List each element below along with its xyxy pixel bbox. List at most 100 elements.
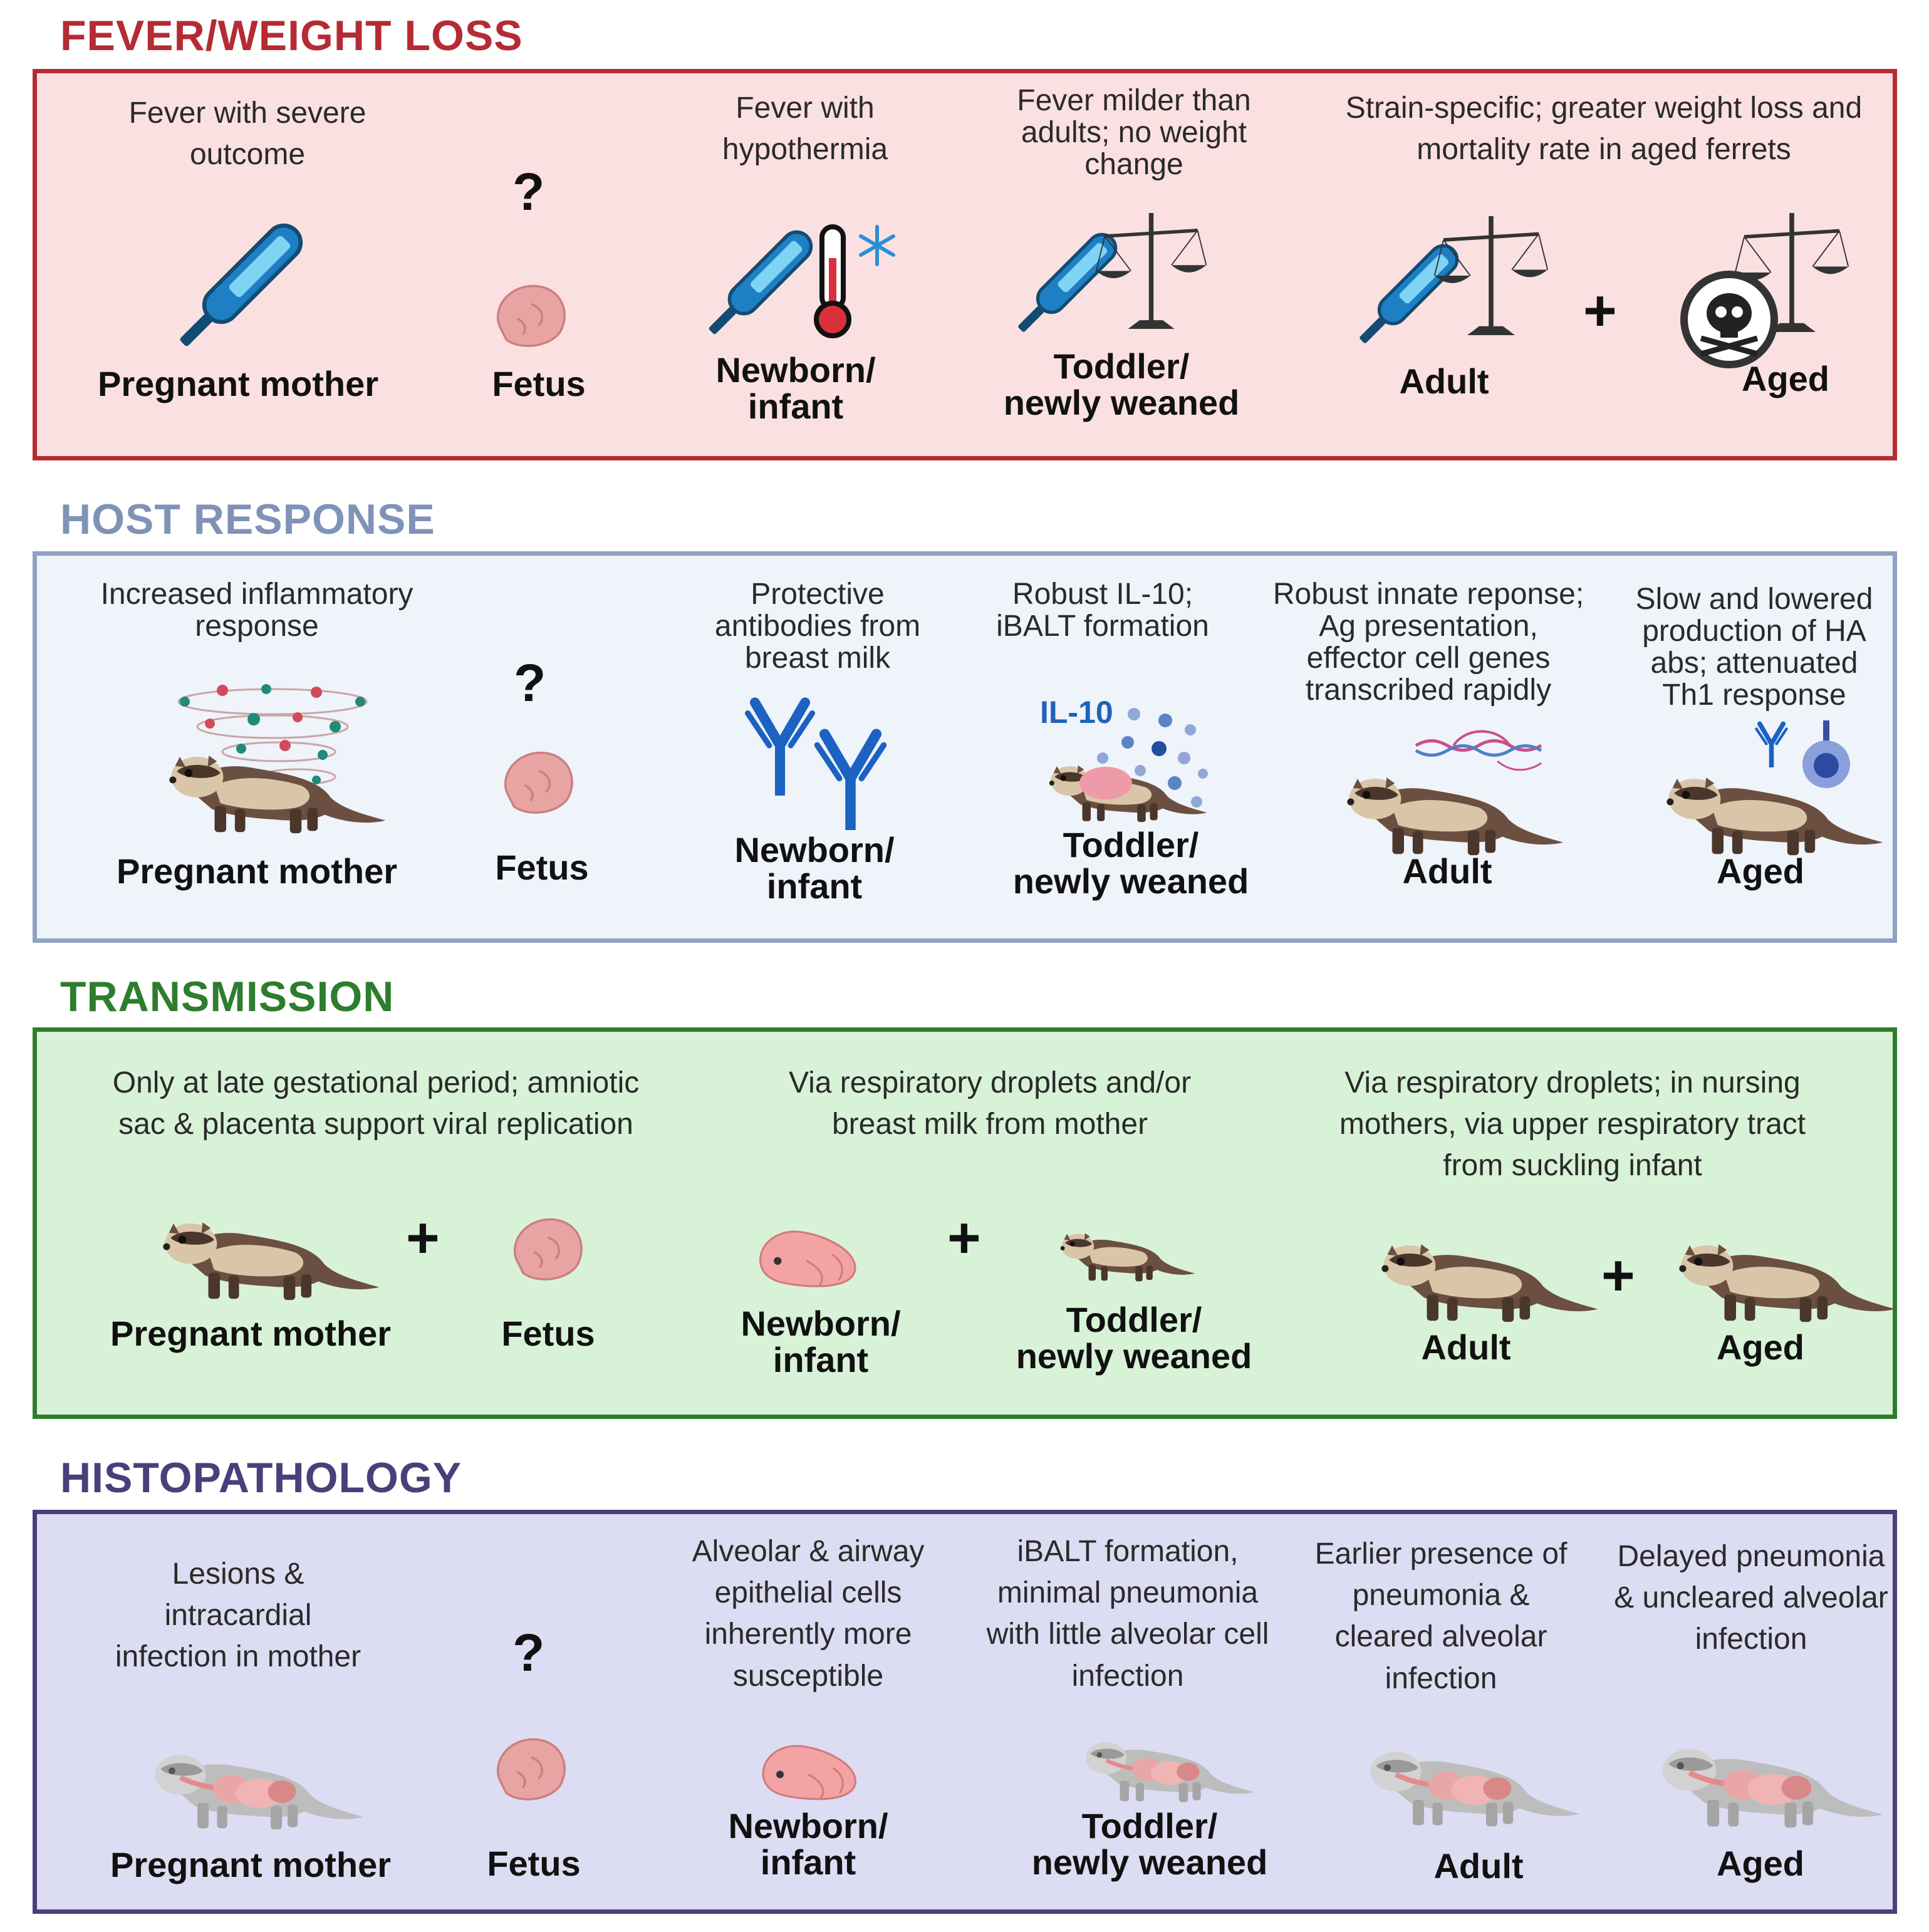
host-fetus-label: Fetus — [495, 848, 589, 887]
section-title-host: HOST RESPONSE — [60, 496, 435, 543]
histo-toddler-desc-line2: minimal pneumonia — [997, 1576, 1259, 1610]
host-aged-label: Aged — [1717, 851, 1804, 891]
host-aged-desc-line2: production of HA — [1642, 614, 1866, 648]
histo-toddler-desc-line3: with little alveolar cell — [986, 1618, 1269, 1651]
skull-icon — [1680, 271, 1778, 368]
transmission-newborn-label-line1: Newborn/ — [741, 1304, 901, 1343]
fever-fetus-label: Fetus — [492, 364, 586, 403]
histo-pregnant-desc-line1: Lesions & — [172, 1557, 304, 1591]
ferret-icon — [157, 720, 388, 839]
histo-adult-desc-line1: Earlier presence of — [1314, 1537, 1568, 1571]
host-newborn-label-line2: infant — [766, 866, 863, 906]
host-adult-label: Adult — [1402, 851, 1492, 891]
host-toddler-label: Toddler/ newly weaned — [993, 826, 1269, 900]
host-aged-desc-line3: abs; attenuated — [1650, 646, 1858, 680]
fetus-icon — [504, 1209, 592, 1287]
histo-adult-label: Adult — [1433, 1846, 1524, 1886]
scale-icon — [1093, 207, 1209, 335]
host-pregnant-desc-line2: response — [195, 609, 319, 643]
transmission-g2-desc: Via respiratory droplets and/or breast m… — [739, 1062, 1240, 1145]
panel-fever — [33, 69, 1897, 460]
fetus-icon — [495, 742, 583, 821]
transmission-aged-label: Aged — [1717, 1327, 1804, 1367]
fever-toddler-desc-line3: change — [1084, 147, 1183, 181]
host-aged-desc-line4: Th1 response — [1662, 678, 1846, 712]
fever-pregnant-desc: Fever with severe outcome — [128, 96, 367, 172]
fever-toddler-desc-line1: Fever milder than — [1017, 84, 1251, 117]
fever-toddler-label-line1: Toddler/ — [1053, 346, 1190, 386]
transmission-g3-desc-line3: from suckling infant — [1443, 1149, 1702, 1183]
histo-aged-label: Aged — [1717, 1844, 1804, 1883]
transmission-plus-1: + — [406, 1206, 440, 1270]
b-cell-icon — [1802, 720, 1850, 788]
ferret-anatomy-icon — [1648, 1713, 1886, 1832]
fever-fetus-question: ? — [512, 162, 545, 221]
ferret-icon — [1654, 742, 1886, 861]
histo-toddler-label-line2: newly weaned — [1031, 1842, 1268, 1883]
cytokine-dots-icon — [1097, 708, 1208, 808]
panel-histo — [33, 1510, 1897, 1914]
transmission-g3-desc: Via respiratory droplets; in nursing mot… — [1291, 1062, 1854, 1187]
fever-adult-label: Adult — [1399, 361, 1489, 401]
ferret-icon — [150, 1187, 382, 1306]
histo-newborn-desc-line3: inherently more — [704, 1618, 912, 1651]
panel-transmission — [33, 1027, 1897, 1419]
histo-newborn-desc-line2: epithelial cells — [714, 1576, 902, 1610]
host-fetus-question: ? — [514, 653, 546, 712]
fever-toddler-desc: Fever milder than adults; no weight chan… — [990, 85, 1278, 181]
antibody-icon — [808, 727, 893, 830]
histo-pregnant-label: Pregnant mother — [110, 1845, 392, 1884]
newborn-icon — [752, 1729, 865, 1807]
fever-toddler-label-line2: newly weaned — [1003, 383, 1240, 423]
ferret-anatomy-icon — [1074, 1713, 1256, 1807]
histo-newborn-label-line1: Newborn/ — [728, 1806, 888, 1846]
panel-host — [33, 551, 1897, 943]
host-adult-desc: Robust innate reponse; Ag presentation, … — [1253, 578, 1604, 707]
histo-pregnant-desc-line2: intracardial — [164, 1599, 312, 1633]
host-newborn-label: Newborn/ infant — [708, 830, 921, 906]
fever-toddler-label: Toddler/ newly weaned — [984, 348, 1259, 421]
histo-toddler-desc-line1: iBALT formation, — [1017, 1535, 1239, 1568]
fever-plus: + — [1583, 279, 1617, 343]
fever-newborn-label: Newborn/ infant — [689, 351, 902, 425]
fever-toddler-desc-line2: adults; no weight — [1021, 115, 1247, 149]
inflammation-dots-icon — [177, 684, 368, 802]
ferret-icon — [1369, 1209, 1601, 1328]
host-newborn-desc-line3: breast milk — [744, 641, 891, 675]
host-newborn-label-line1: Newborn/ — [734, 830, 895, 870]
host-aged-desc: Slow and lowered production of HA abs; a… — [1616, 583, 1892, 712]
fever-newborn-desc: Fever with hypothermia — [722, 91, 888, 167]
il10-label: IL-10 — [1040, 695, 1113, 730]
host-adult-desc-line2: Ag presentation, — [1319, 609, 1538, 643]
transmission-newborn-label-line2: infant — [772, 1340, 869, 1380]
fetus-icon — [487, 1729, 575, 1807]
transmission-adult-label: Adult — [1421, 1327, 1511, 1367]
fetus-icon — [487, 276, 575, 354]
scale-icon — [1732, 207, 1851, 338]
transmission-g3-desc-line1: Via respiratory droplets; in nursing — [1344, 1066, 1801, 1099]
transmission-plus-3: + — [1601, 1244, 1635, 1307]
transmission-g2-desc-line2: breast milk from mother — [831, 1108, 1148, 1141]
transmission-newborn-label: Newborn/ infant — [714, 1304, 927, 1380]
ferret-anatomy-icon — [1356, 1716, 1582, 1832]
transmission-fetus-label: Fetus — [501, 1314, 595, 1353]
histo-pregnant-desc: Lesions & intracardial infection in moth… — [81, 1554, 395, 1678]
hypothermia-thermometer-icon — [814, 224, 895, 338]
section-title-transmission: TRANSMISSION — [60, 973, 395, 1021]
transmission-toddler-label-line2: newly weaned — [1016, 1336, 1252, 1376]
transmission-g3-desc-line2: mothers, via upper respiratory tract — [1339, 1108, 1806, 1141]
host-pregnant-desc-line1: Increased inflammatory — [100, 578, 413, 611]
fever-adult-desc-line2: mortality rate in aged ferrets — [1417, 133, 1791, 167]
newborn-icon — [749, 1215, 865, 1294]
fever-aged-label: Aged — [1742, 359, 1829, 398]
histo-newborn-desc-line1: Alveolar & airway — [692, 1535, 925, 1568]
transmission-g1-desc-line1: Only at late gestational period; amnioti… — [112, 1066, 640, 1099]
histo-newborn-label-line2: infant — [760, 1842, 856, 1883]
host-newborn-desc-line1: Protective — [751, 578, 885, 611]
scale-icon — [1432, 210, 1551, 341]
histo-fetus-question: ? — [512, 1623, 545, 1682]
fever-adult-desc-line1: Strain-specific; greater weight loss and — [1345, 91, 1863, 125]
section-title-histo: HISTOPATHOLOGY — [60, 1454, 462, 1502]
histo-adult-desc-line4: infection — [1385, 1661, 1497, 1695]
histo-aged-desc: Delayed pneumonia & uncleared alveolar i… — [1604, 1536, 1898, 1661]
